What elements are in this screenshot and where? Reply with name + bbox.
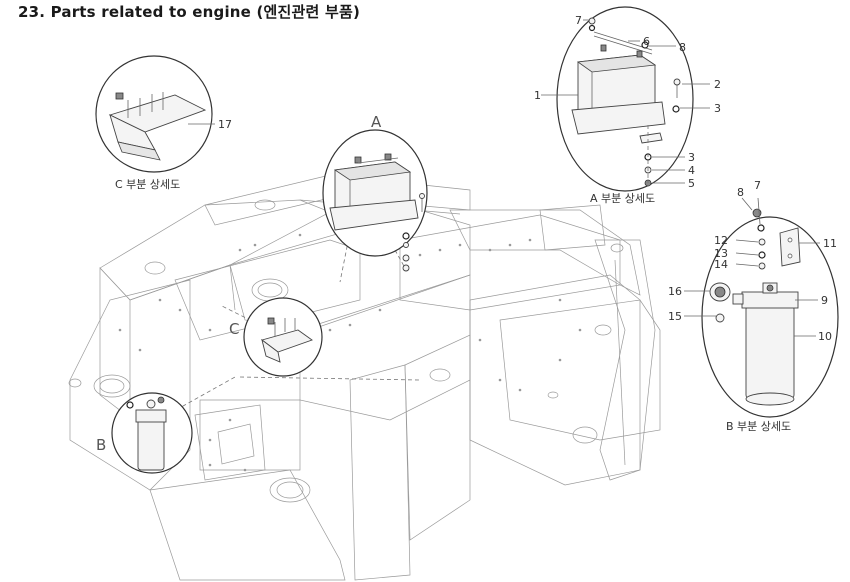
detail-a-on-frame [322,129,428,257]
callout-3-lower: 3 [688,151,695,164]
callout-2: 2 [714,78,721,91]
callout-14: 14 [714,258,728,271]
page-title: 23. Parts related to engine (엔진관련 부품) [18,3,360,21]
callout-9: 9 [821,294,828,307]
callout-12: 12 [714,234,728,247]
a-leaders [541,19,710,184]
callout-7-b: 7 [754,179,761,192]
callout-8-b: 8 [737,186,744,199]
b-leaders [684,197,820,337]
detail-b-letter: B [96,436,106,454]
detail-c-on-frame [243,297,323,377]
nuts-below-a [402,254,410,272]
callout-17: 17 [218,118,232,131]
callout-13: 13 [714,247,728,260]
callout-16: 16 [668,285,682,298]
callout-3-upper: 3 [714,102,721,115]
callout-4: 4 [688,164,695,177]
detail-b-on-frame [111,392,193,474]
c-detail-inset [95,55,215,173]
callout-7-a: 7 [575,14,582,27]
callout-11: 11 [823,237,837,250]
c-detail-caption: C 부분 상세도 [115,178,180,191]
detail-a-letter: A [371,113,382,131]
a-detail-caption: A 부분 상세도 [590,192,655,205]
detail-c-letter: C [229,320,239,338]
b-detail-inset [701,208,839,418]
a-detail-inset [556,6,694,192]
callout-10: 10 [818,330,832,343]
callout-8-a: 8 [679,41,686,54]
callout-15: 15 [668,310,682,323]
callout-6: 6 [643,35,650,48]
b-detail-caption: B 부분 상세도 [726,420,791,433]
callout-1: 1 [534,89,541,102]
callout-5: 5 [688,177,695,190]
